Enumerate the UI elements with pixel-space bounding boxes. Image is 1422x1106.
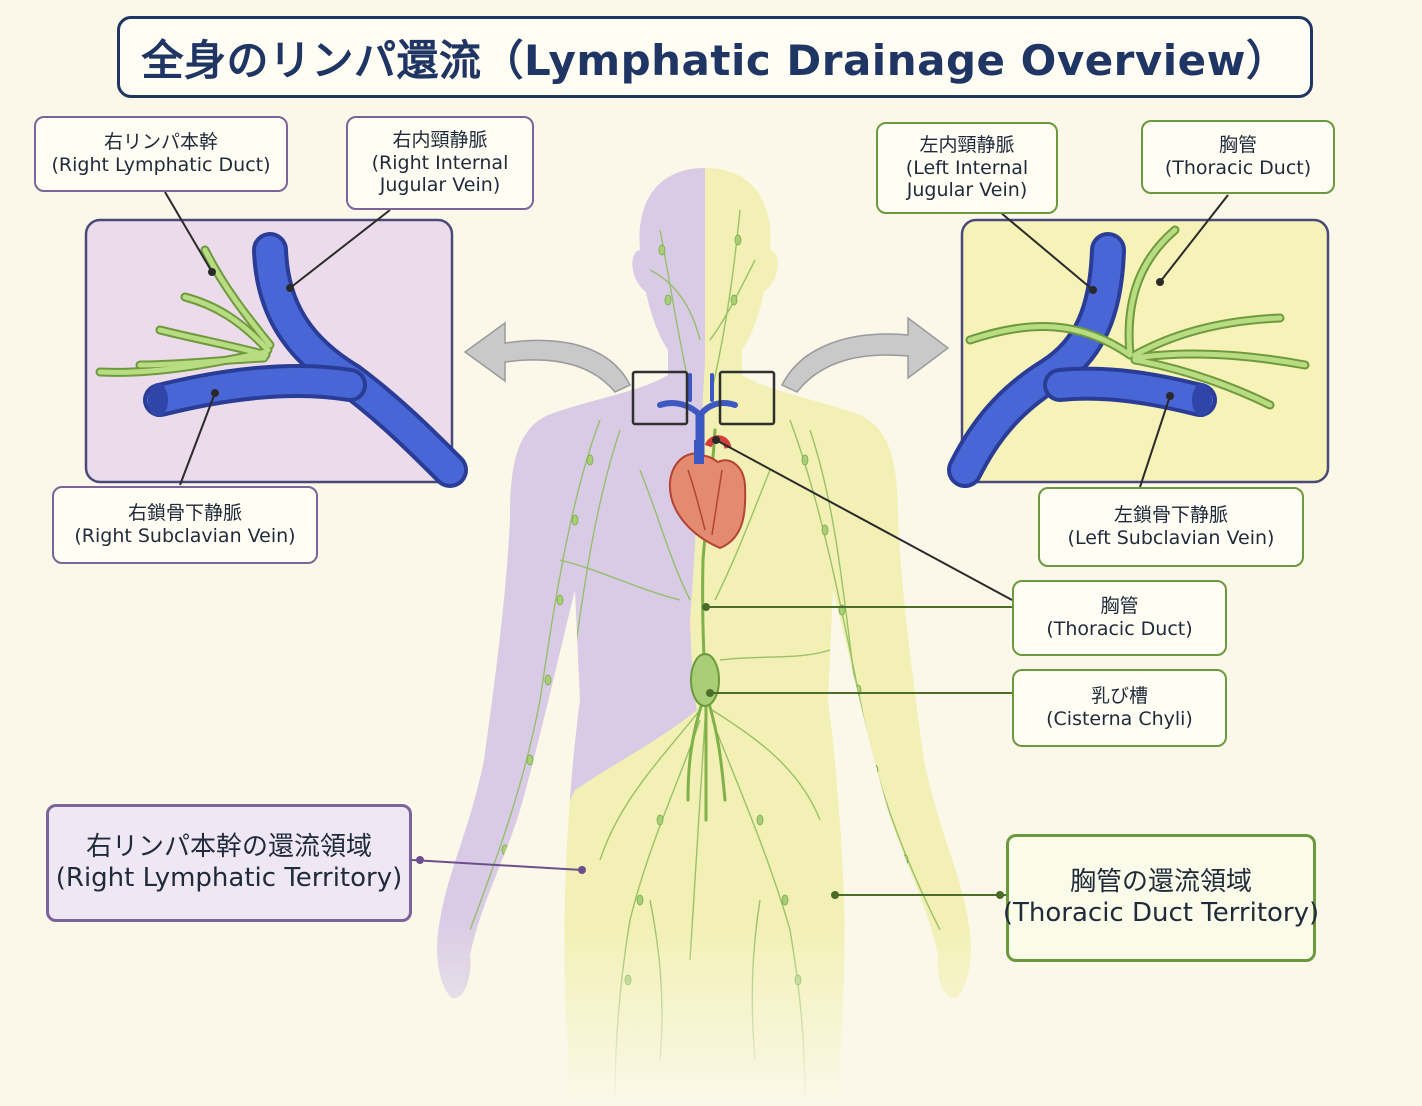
label-thoracic-duct-top: 胸管 (Thoracic Duct): [1141, 120, 1335, 194]
arrow-right-icon: [780, 316, 950, 393]
page-title: 全身のリンパ還流（Lymphatic Drainage Overview）: [141, 35, 1289, 85]
label-cisterna-chyli: 乳び槽 (Cisterna Chyli): [1012, 669, 1227, 747]
right-inset-panel: [84, 218, 468, 488]
label-right-territory: 右リンパ本幹の還流領域 (Right Lymphatic Territory): [46, 804, 412, 922]
label-thoracic-duct-mid: 胸管 (Thoracic Duct): [1012, 580, 1227, 656]
label-right-lymphatic-duct: 右リンパ本幹 (Right Lymphatic Duct): [34, 116, 288, 192]
label-left-internal-jugular: 左内頸静脈 (Left Internal Jugular Vein): [876, 122, 1058, 214]
label-thoracic-territory: 胸管の還流領域 (Thoracic Duct Territory): [1003, 834, 1319, 962]
leader-lines: [164, 191, 1229, 601]
cisterna-chyli-shape: [690, 653, 720, 707]
title-box: 全身のリンパ還流（Lymphatic Drainage Overview）: [117, 16, 1313, 98]
label-right-subclavian: 右鎖骨下静脈 (Right Subclavian Vein): [52, 486, 318, 564]
body-figure: [437, 168, 971, 1106]
left-junction-box: [718, 370, 776, 426]
left-inset-panel: [947, 218, 1330, 488]
arrow-left-icon: [463, 321, 632, 393]
right-junction-box: [631, 370, 689, 426]
label-right-internal-jugular: 右内頸静脈 (Right Internal Jugular Vein): [346, 116, 534, 210]
label-left-subclavian: 左鎖骨下静脈 (Left Subclavian Vein): [1038, 487, 1304, 567]
